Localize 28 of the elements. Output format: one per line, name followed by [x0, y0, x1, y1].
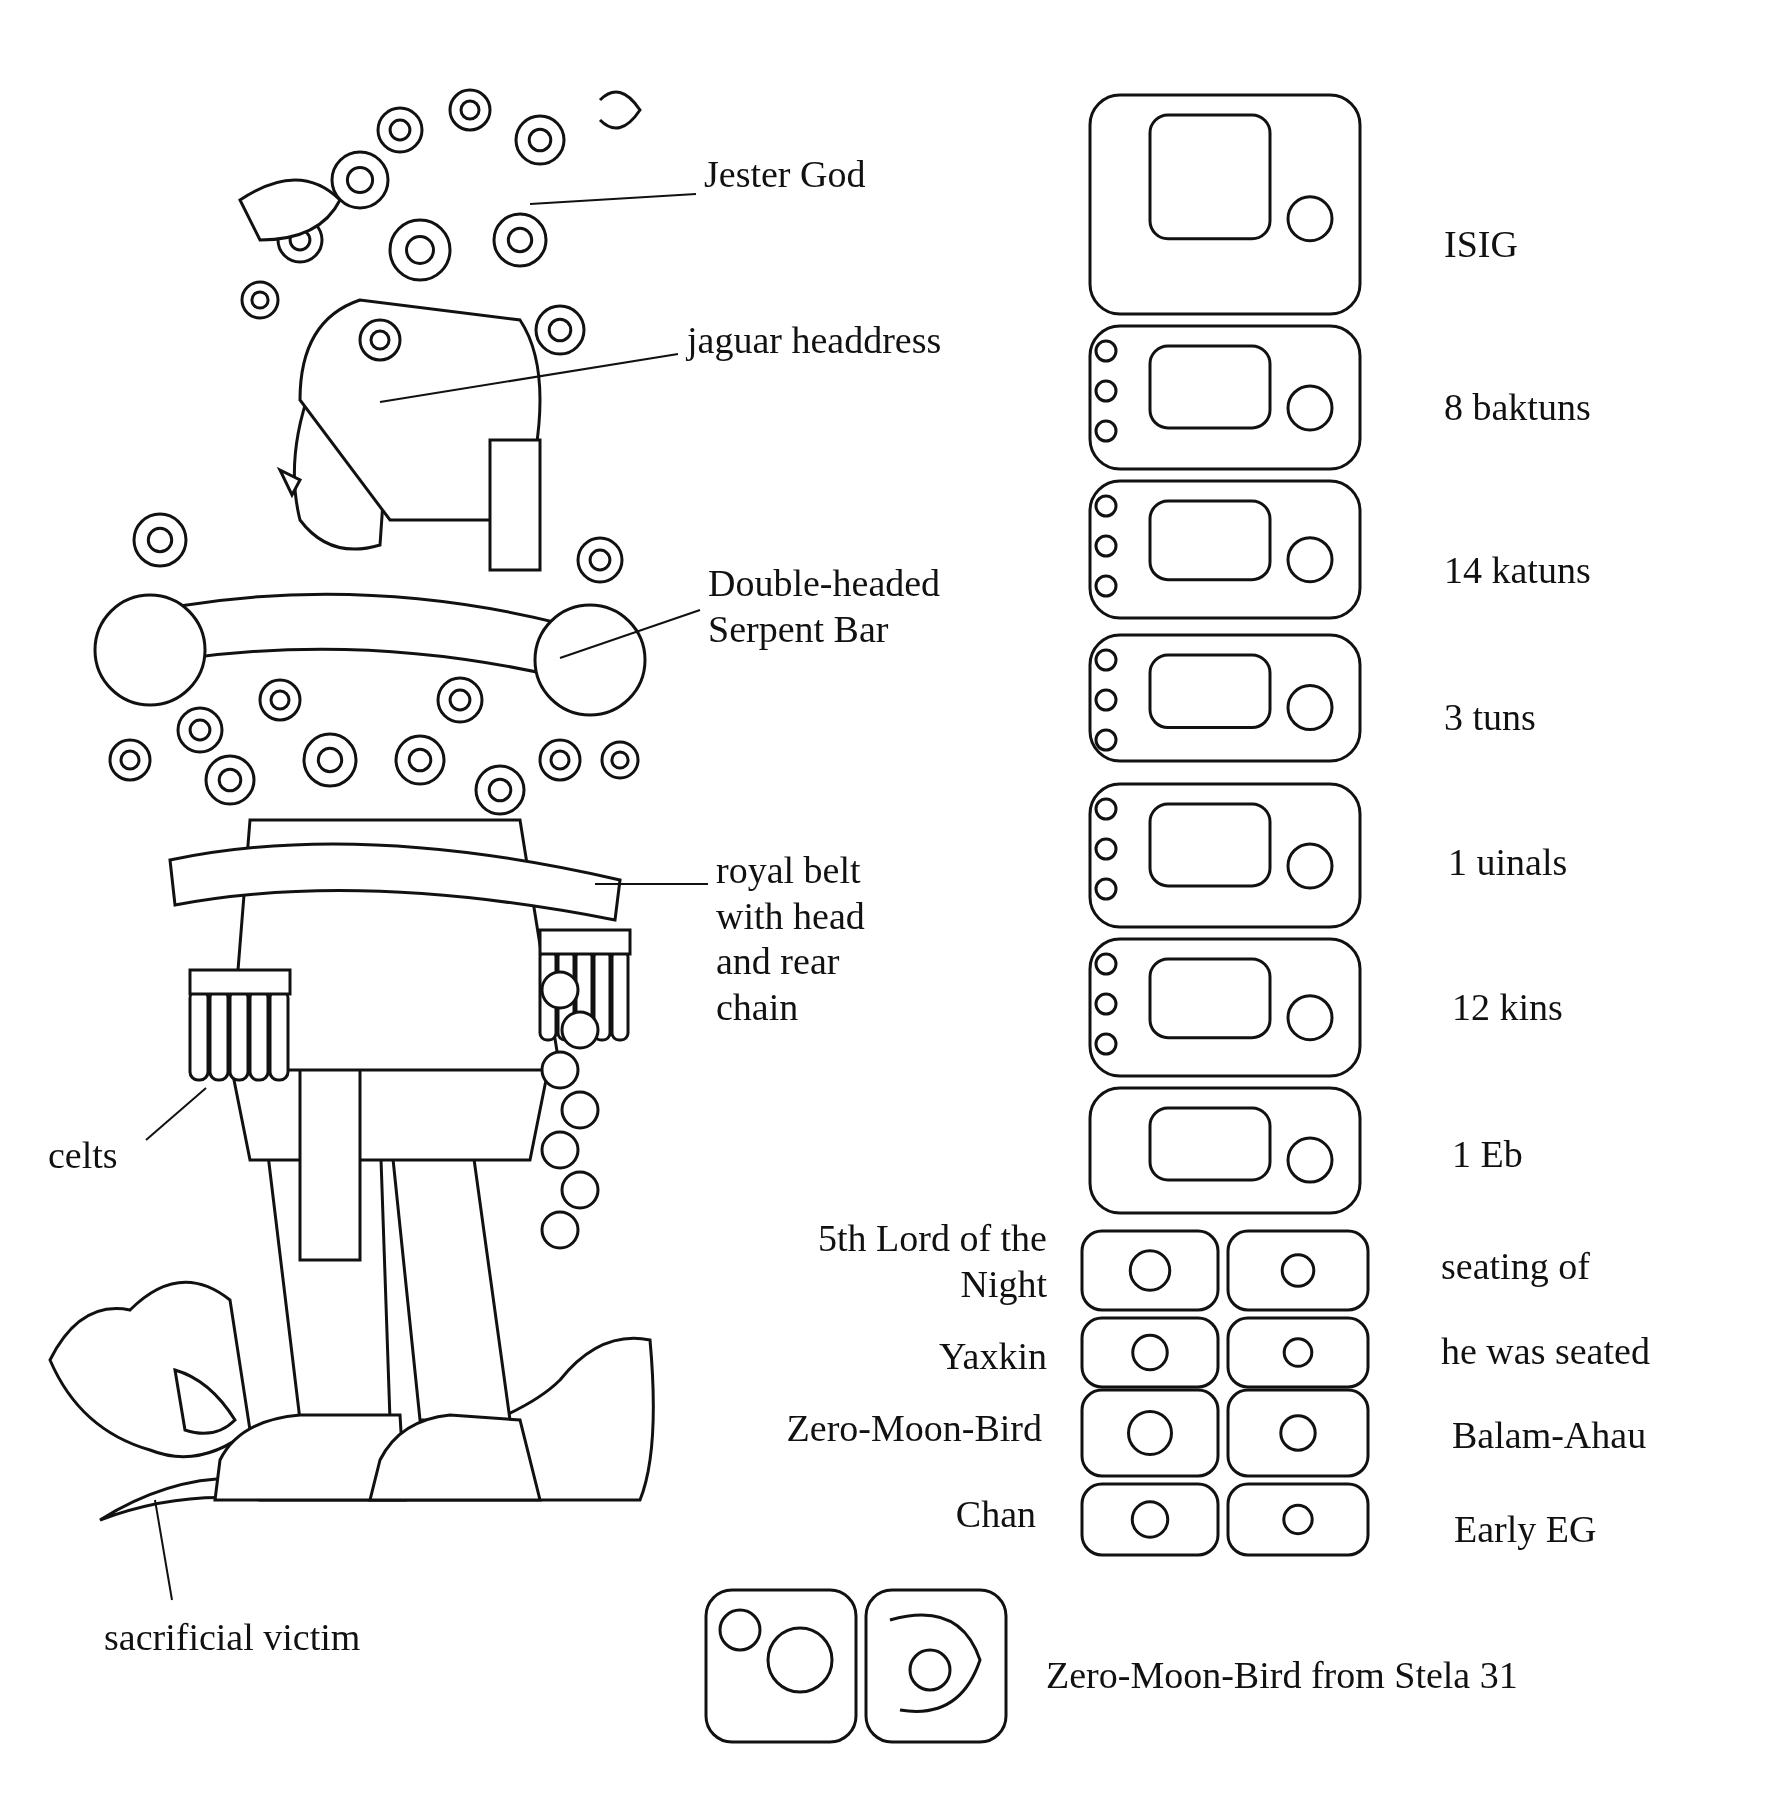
leader-line: [529, 193, 697, 205]
glyph-label: Early EG: [1454, 1507, 1597, 1552]
part-label: celts: [48, 1133, 168, 1179]
part-label: sacrificial victim: [104, 1615, 434, 1661]
part-label: Double-headed Serpent Bar: [708, 561, 1038, 653]
leader-line: [594, 883, 709, 885]
glyph-label: Zero-Moon-Bird: [785, 1406, 1042, 1451]
part-label: royal belt with head and rear chain: [716, 848, 916, 1031]
glyph-label: he was seated: [1441, 1329, 1650, 1374]
glyph-label: ISIG: [1444, 222, 1518, 267]
glyph-label: Yaxkin: [937, 1334, 1047, 1379]
glyph-label: 5th Lord of the Night: [817, 1216, 1047, 1307]
part-label: Jester God: [704, 152, 964, 198]
leader-line: [154, 1499, 173, 1601]
glyph-label: 3 tuns: [1444, 695, 1536, 740]
leader-line: [559, 609, 701, 659]
caption: Zero-Moon-Bird from Stela 31: [1046, 1653, 1519, 1698]
glyph-label: seating of: [1441, 1244, 1590, 1289]
glyph-label: 1 uinals: [1448, 840, 1568, 885]
leader-line: [145, 1087, 207, 1141]
glyph-label: 12 kins: [1452, 985, 1563, 1030]
glyph-label: 14 katuns: [1444, 548, 1591, 593]
leader-line: [379, 353, 679, 403]
glyph-label: Balam-Ahau: [1452, 1413, 1647, 1458]
glyph-label: 8 baktuns: [1444, 385, 1591, 430]
glyph-label: 1 Eb: [1452, 1132, 1523, 1177]
part-label: jaguar headdress: [687, 318, 1027, 364]
glyph-label: Chan: [954, 1492, 1036, 1537]
